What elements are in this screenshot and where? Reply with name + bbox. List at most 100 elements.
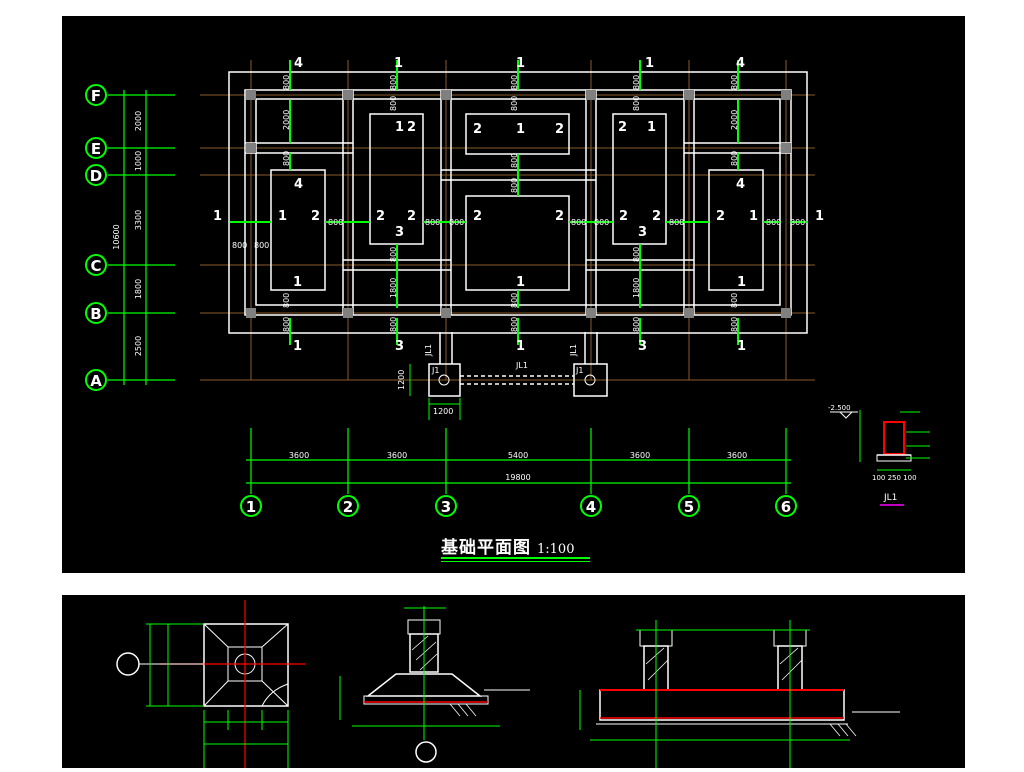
section-tag-top-4: 1 — [645, 56, 654, 71]
dim-800-h-2: 800 — [425, 218, 440, 227]
title-underline-thick — [441, 557, 590, 559]
dim-800-upper-center: 800 — [510, 96, 519, 111]
title-underline-thin — [441, 561, 590, 562]
section-tag-left-pair-1: 2 — [376, 209, 385, 224]
dim-800-upper-right: 800 — [632, 96, 641, 111]
footing-label-right: J1 — [575, 366, 583, 375]
dim-800-bot-3: 800 — [510, 317, 519, 332]
dim-800-bot-1: 800 — [282, 317, 291, 332]
footing-label-left: J1 — [431, 366, 439, 375]
total-height-dim: 10600 — [112, 224, 121, 249]
grid-lines — [200, 60, 815, 381]
section-tag-top-1: 4 — [294, 56, 303, 71]
section-tag-upper-center-mid: 1 — [516, 122, 525, 137]
column-axis-bubbles: 1 2 3 4 5 6 — [240, 495, 797, 517]
section-tag-top-3: 1 — [516, 56, 525, 71]
section-tag-bottom-1: 1 — [293, 339, 302, 354]
row-label-c: C — [90, 257, 101, 275]
row-label-a: A — [90, 372, 102, 390]
dim-800-top-4: 800 — [632, 75, 641, 90]
section-tag-bottom-4: 3 — [638, 339, 647, 354]
section-tag-three-left: 3 — [395, 225, 404, 240]
section-tag-lower-left: 1 — [293, 275, 302, 290]
dim-800-bot-4: 800 — [632, 317, 641, 332]
section-tag-right-pair-1: 2 — [619, 209, 628, 224]
section-tag-inner-right-2: 1 — [749, 209, 758, 224]
dim-800-h-3: 800 — [449, 218, 464, 227]
dim-800-low-3: 800 — [730, 293, 739, 308]
row-dim-d-c: 3300 — [134, 210, 143, 230]
section-tag-bottom-3: 1 — [516, 339, 525, 354]
beam-label-left: JL1 — [424, 344, 433, 357]
dim-800-center-2: 800 — [510, 178, 519, 193]
footing-dimension-lines — [409, 364, 461, 420]
footing-plan-detail — [116, 600, 305, 768]
col-label-5: 5 — [684, 498, 694, 516]
row-dim-c-b: 1800 — [134, 279, 143, 299]
footing-height-dim: 1200 — [397, 370, 406, 390]
dim-800-low-1: 800 — [282, 293, 291, 308]
dim-1800-right: 1800 — [632, 278, 641, 298]
section-tag-bottom-5: 1 — [737, 339, 746, 354]
row-dim-e-d: 1000 — [134, 151, 143, 171]
dim-800-bot-5: 800 — [730, 317, 739, 332]
dim-800-top-5: 800 — [730, 75, 739, 90]
beam-section-detail: -2.500 100 250 100 JL1 — [828, 404, 930, 506]
columns — [246, 90, 791, 318]
section-tag-inner-left-2: 2 — [311, 209, 320, 224]
section-tag-top-2: 1 — [394, 56, 403, 71]
col-dim-4-5: 3600 — [630, 451, 650, 460]
section-tag-four-right: 4 — [736, 177, 745, 192]
combined-footing-section-detail — [579, 620, 900, 768]
column-dimension-texts: 3600 3600 5400 3600 3600 19800 — [289, 451, 747, 482]
col-label-4: 4 — [586, 498, 596, 516]
dim-800-top-3: 800 — [510, 75, 519, 90]
section-tag-upper-left-1: 1 — [395, 120, 404, 135]
section-tag-upper-center-2: 2 — [555, 122, 564, 137]
row-dimension-texts: 2000 1000 3300 1800 2500 10600 — [112, 111, 143, 356]
section-tag-upper-right-2: 1 — [647, 120, 656, 135]
dim-800-bot-2: 800 — [389, 317, 398, 332]
row-axis-bubbles: F E D C B A — [85, 84, 107, 391]
plan-scale: 1:100 — [537, 542, 575, 557]
row-dim-b-a: 2500 — [134, 336, 143, 356]
detail-sections-panel — [62, 595, 965, 768]
detail-bottom-label: JL1 — [883, 493, 897, 503]
row-label-b: B — [90, 305, 101, 323]
section-tag-inner-right-1: 2 — [716, 209, 725, 224]
dim-800-top-2: 800 — [389, 75, 398, 90]
section-tag-center-2: 2 — [555, 209, 564, 224]
dim-800-low-2: 800 — [510, 293, 519, 308]
col-dim-3-4: 5400 — [508, 451, 528, 460]
dim-800-left-a: 800 — [232, 241, 247, 250]
left-dimension-chain — [108, 90, 175, 385]
footing-section-detail — [339, 606, 530, 763]
col-label-6: 6 — [781, 498, 791, 516]
section-cut-lines — [230, 60, 808, 345]
section-tag-left: 1 — [213, 209, 222, 224]
section-tag-right-pair-2: 2 — [652, 209, 661, 224]
section-tags: 4 1 1 1 4 1 3 1 3 1 1 1 1 2 2 1 2 2 2 2 … — [213, 56, 824, 354]
row-dim-f-e: 2000 — [134, 111, 143, 131]
total-width-dim: 19800 — [505, 473, 530, 482]
dim-800-lower-right: 800 — [632, 247, 641, 262]
dim-800-upper-left: 800 — [389, 96, 398, 111]
footing-pier-circles — [438, 374, 596, 386]
dim-800-h-5: 800 — [594, 218, 609, 227]
row-label-e: E — [91, 140, 101, 158]
section-tag-left-pair-2: 2 — [407, 209, 416, 224]
col-dim-2-3: 3600 — [387, 451, 407, 460]
section-tag-upper-left-2: 2 — [407, 120, 416, 135]
row-label-d: D — [90, 167, 102, 185]
section-tag-top-5: 4 — [736, 56, 745, 71]
section-tag-three-right: 3 — [638, 225, 647, 240]
dim-800-lower-left: 800 — [389, 247, 398, 262]
section-tag-inner-left-1: 1 — [278, 209, 287, 224]
foundation-plan-panel: F E D C B A 2000 1000 3300 1800 2500 106… — [62, 16, 965, 573]
detail-sections-drawing — [116, 600, 900, 768]
section-tag-right: 1 — [815, 209, 824, 224]
dim-1800-left: 1800 — [389, 278, 398, 298]
dim-800-h-6: 800 — [669, 218, 684, 227]
dim-800-h-1: 800 — [328, 218, 343, 227]
